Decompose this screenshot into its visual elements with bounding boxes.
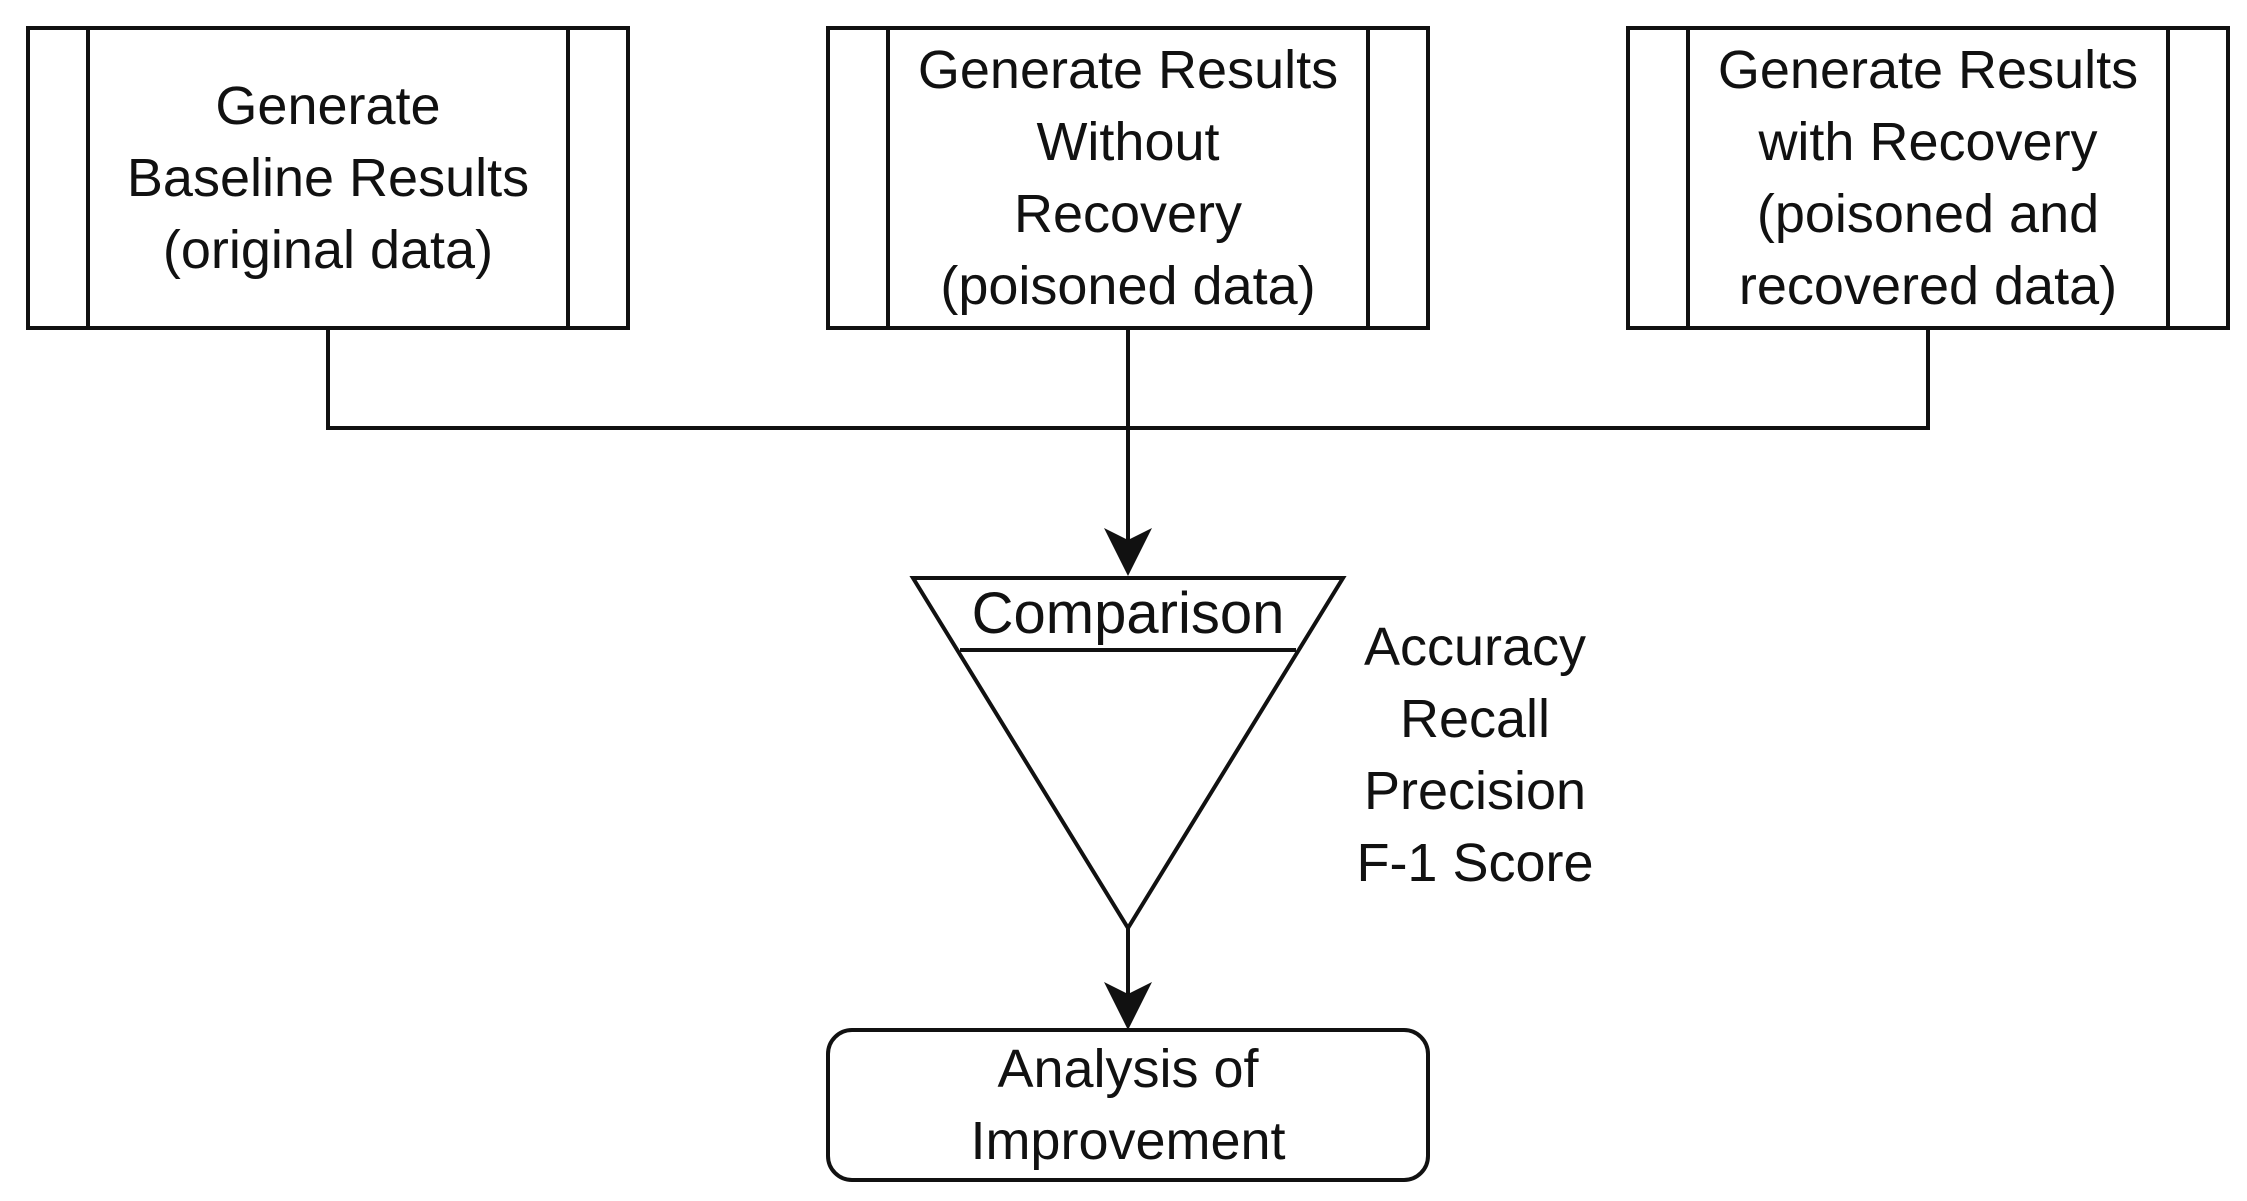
metric-accuracy: Accuracy — [1363, 617, 1587, 677]
analysis-box-label: Analysis of Improvement — [830, 1032, 1426, 1178]
baseline-label-line: Generate — [215, 76, 441, 136]
metrics-list: Accuracy Recall Precision F-1 Score — [1330, 610, 1620, 900]
without-recovery-label-line: (poisoned data) — [940, 256, 1316, 316]
with-recovery-label-line: (poisoned and — [1756, 184, 2100, 244]
with-recovery-label-line: with Recovery — [1758, 112, 2098, 172]
without-recovery-process-box — [826, 26, 1430, 330]
baseline-label-line: (original data) — [162, 220, 494, 280]
analysis-terminal-box — [826, 1028, 1430, 1182]
comparison-label: Comparison — [971, 581, 1285, 646]
without-recovery-label-line: Generate Results — [917, 40, 1339, 100]
analysis-label-line: Improvement — [970, 1111, 1286, 1171]
analysis-label-line: Analysis of — [997, 1039, 1259, 1099]
baseline-box-label: Generate Baseline Results (original data… — [90, 30, 566, 326]
comparison-merge-triangle — [909, 576, 1347, 932]
with-recovery-box-label: Generate Results with Recovery (poisoned… — [1690, 30, 2166, 326]
with-recovery-process-box — [1626, 26, 2230, 330]
without-recovery-box-label: Generate Results Without Recovery (poiso… — [890, 30, 1366, 326]
metric-precision: Precision — [1363, 761, 1587, 821]
with-recovery-label-line: recovered data) — [1738, 256, 2118, 316]
baseline-label-line: Baseline Results — [126, 148, 530, 208]
metric-f1-score: F-1 Score — [1356, 833, 1594, 893]
merge-connector — [326, 328, 1930, 430]
without-recovery-label-line: Recovery — [1013, 184, 1243, 244]
baseline-process-box — [26, 26, 630, 330]
without-recovery-label-line: Without — [1036, 112, 1220, 172]
metric-recall: Recall — [1399, 689, 1551, 749]
with-recovery-label-line: Generate Results — [1717, 40, 2139, 100]
